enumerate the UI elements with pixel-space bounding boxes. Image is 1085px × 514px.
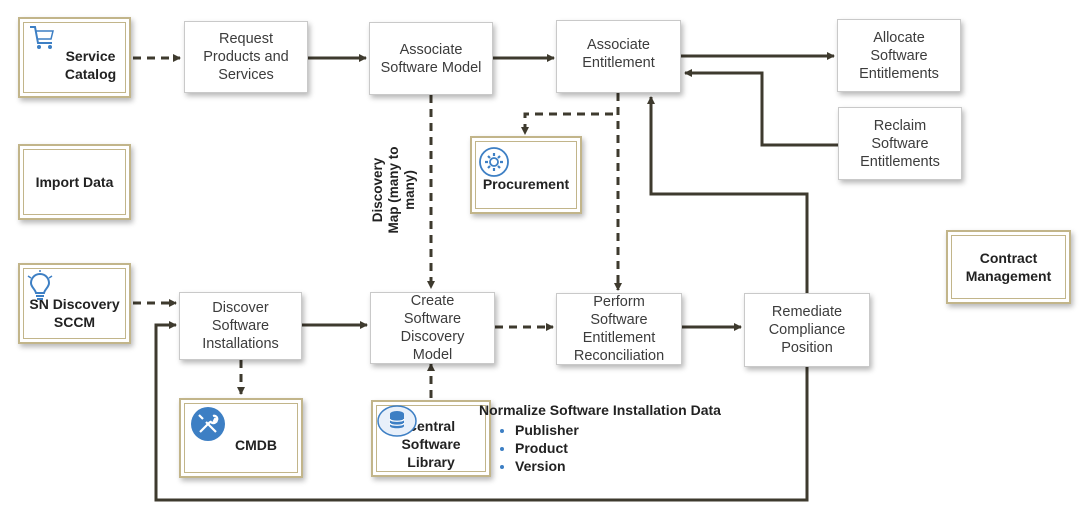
central-library-box[interactable]: Central Software Library bbox=[371, 400, 491, 477]
remediate-label: Remediate Compliance Position bbox=[768, 304, 846, 356]
cart-icon bbox=[28, 23, 56, 55]
gear-icon bbox=[478, 146, 510, 182]
create-model-label: Create Software Discovery Model bbox=[400, 293, 465, 363]
discover-label: Discover Software Installations bbox=[202, 300, 279, 352]
associate-entitlement-box[interactable]: Associate Entitlement bbox=[556, 20, 681, 93]
central-library-label: Central Software Library bbox=[401, 417, 461, 470]
arrow-remediate-to-entitlement bbox=[647, 96, 809, 367]
reclaim-label: Reclaim Software Entitlements bbox=[860, 117, 940, 170]
service-catalog-label: Service Catalog bbox=[64, 47, 117, 82]
tools-icon bbox=[190, 406, 226, 446]
arrow-reclaim-to-entitlement bbox=[684, 69, 838, 147]
associate-model-label: Associate Software Model bbox=[380, 41, 482, 76]
normalize-item-product: Product bbox=[515, 439, 721, 457]
arrow-loop-to-discover bbox=[154, 321, 809, 502]
procurement-label: Procurement bbox=[482, 176, 570, 192]
normalize-item-version: Version bbox=[515, 457, 721, 475]
request-products-label: Request Products and Services bbox=[203, 31, 289, 83]
request-products-box[interactable]: Request Products and Services bbox=[184, 21, 308, 93]
procurement-box[interactable]: Procurement bbox=[470, 136, 582, 214]
discovery-map-label: Discovery Map (many to many) bbox=[370, 146, 417, 234]
database-icon bbox=[377, 404, 417, 442]
sn-discovery-label: SN Discovery SCCM bbox=[29, 295, 120, 330]
sn-discovery-box[interactable]: SN Discovery SCCM bbox=[18, 263, 131, 344]
import-data-label: Import Data bbox=[35, 174, 114, 190]
normalize-list: Publisher Product Version bbox=[479, 421, 721, 475]
normalize-note: Normalize Software Installation Data Pub… bbox=[479, 402, 721, 475]
cmdb-box[interactable]: CMDB bbox=[179, 398, 303, 478]
contract-management-label: Contract Management bbox=[965, 250, 1052, 284]
discover-box[interactable]: Discover Software Installations bbox=[179, 292, 302, 360]
create-model-box[interactable]: Create Software Discovery Model bbox=[370, 292, 495, 364]
perform-label: Perform Software Entitlement Reconciliat… bbox=[573, 294, 665, 364]
allocate-box[interactable]: Allocate Software Entitlements bbox=[837, 19, 961, 92]
associate-model-box[interactable]: Associate Software Model bbox=[369, 22, 493, 95]
reclaim-box[interactable]: Reclaim Software Entitlements bbox=[838, 107, 962, 180]
service-catalog-box[interactable]: Service Catalog bbox=[18, 17, 131, 98]
cmdb-label: CMDB bbox=[235, 437, 277, 453]
contract-management-box[interactable]: Contract Management bbox=[946, 230, 1071, 304]
perform-box[interactable]: Perform Software Entitlement Reconciliat… bbox=[556, 293, 682, 365]
arrow-entitlement-to-procurement bbox=[521, 112, 613, 135]
lightbulb-icon bbox=[26, 270, 54, 306]
import-data-box[interactable]: Import Data bbox=[18, 144, 131, 220]
normalize-title: Normalize Software Installation Data bbox=[479, 402, 721, 418]
normalize-item-publisher: Publisher bbox=[515, 421, 721, 439]
allocate-label: Allocate Software Entitlements bbox=[859, 29, 939, 82]
remediate-box[interactable]: Remediate Compliance Position bbox=[744, 293, 870, 367]
associate-entitlement-label: Associate Entitlement bbox=[582, 36, 655, 71]
